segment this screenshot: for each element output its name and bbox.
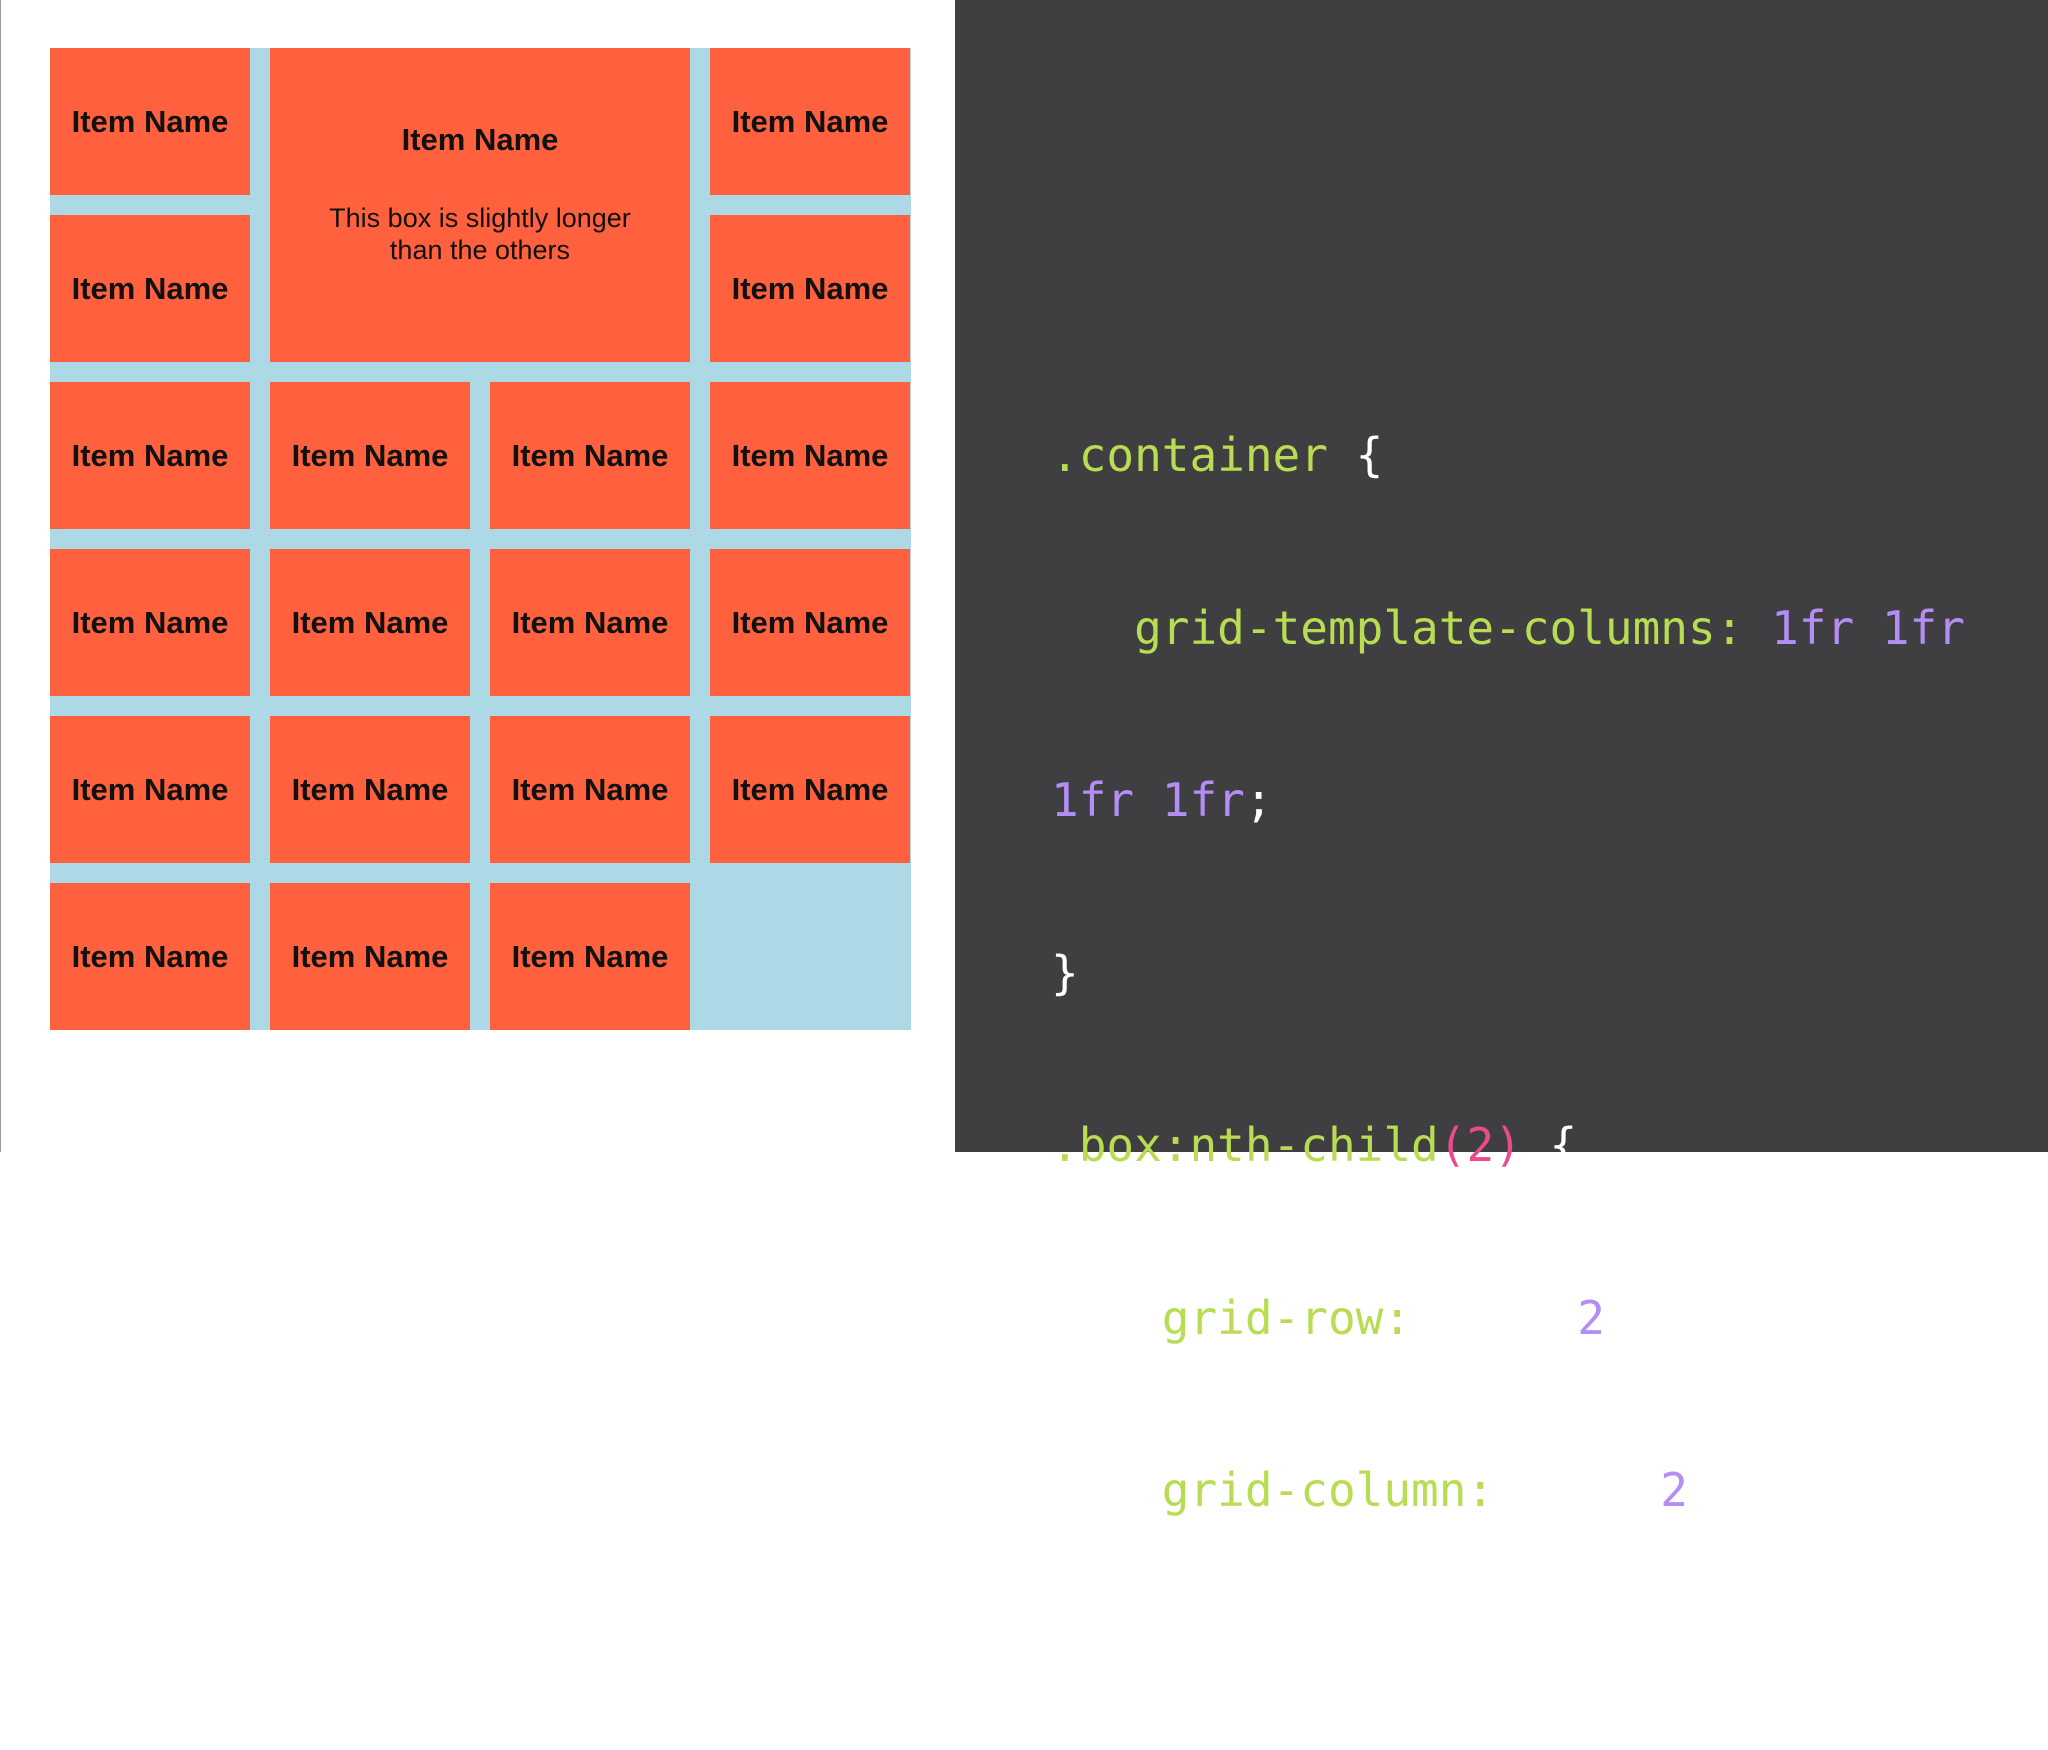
code-panel: [955, 0, 2048, 1152]
demo-panel: Item Name Item Name This box is slightly…: [0, 0, 956, 1152]
grid-item: Item Name: [270, 549, 470, 696]
grid-item: Item Name: [50, 549, 250, 696]
grid-item-label: Item Name: [511, 438, 669, 473]
grid-item-label: Item Name: [511, 772, 669, 807]
grid-item: Item Name: [490, 549, 690, 696]
code-selector-box-nth-child: .box:nth-child: [1051, 1118, 1439, 1172]
code-line-5: .box:nth-child(2) {: [1051, 1117, 2011, 1175]
grid-item: Item Name: [490, 883, 690, 1030]
grid-item: Item Name: [710, 382, 910, 529]
grid-item: Item Name: [270, 382, 470, 529]
grid-item-label: Item Name: [511, 939, 669, 974]
code-line-8: }: [1051, 1635, 2011, 1693]
grid-item-label: Item Name: [291, 605, 449, 640]
grid-item-label: Item Name: [731, 605, 889, 640]
featured-item-description: This box is slightly longer than the oth…: [329, 203, 631, 265]
code-brace-close: }: [1051, 1635, 1079, 1690]
grid-item-label: Item Name: [71, 939, 229, 974]
grid-item-label: Item Name: [71, 772, 229, 807]
grid-item: Item Name: [710, 716, 910, 863]
code-line-2: grid-template-columns: 1fr 1fr: [1051, 600, 2011, 658]
code-line-4: }: [1051, 945, 2011, 1003]
grid-item-label: Item Name: [71, 438, 229, 473]
code-semicolon: ;: [1604, 1290, 1633, 1345]
code-indent: [1051, 1291, 1162, 1345]
grid-item: Item Name: [50, 883, 250, 1030]
grid-item-label: Item Name: [71, 605, 229, 640]
code-line-1: .container {: [1051, 427, 2011, 485]
code-paren-open: (: [1438, 1118, 1467, 1172]
featured-item-title: Item Name: [401, 122, 559, 157]
grid-item-label: Item Name: [731, 438, 889, 473]
code-line-6: grid-row: span 2;: [1051, 1290, 2011, 1348]
code-brace-open: {: [1327, 428, 1384, 482]
code-line-7: grid-column: span 2;: [1051, 1462, 2011, 1520]
grid-item-label: Item Name: [71, 104, 229, 139]
grid-item: Item Name: [710, 549, 910, 696]
code-keyword-span: span: [1494, 1463, 1661, 1517]
grid-item: Item Name: [50, 382, 250, 529]
grid-item: Item Name: [270, 883, 470, 1030]
code-property-grid-template-columns: grid-template-columns:: [1134, 600, 1744, 655]
grid-item-featured: Item Name This box is slightly longer th…: [270, 48, 690, 362]
grid-container: Item Name Item Name This box is slightly…: [50, 48, 911, 1030]
grid-item-label: Item Name: [731, 104, 889, 139]
grid-item: Item Name: [50, 215, 250, 362]
code-paren-close: ): [1494, 1118, 1522, 1172]
code-indent: [1051, 1463, 1162, 1517]
grid-item: Item Name: [50, 716, 250, 863]
code-brace-close: }: [1051, 945, 1079, 1000]
code-brace-open: {: [1521, 1118, 1578, 1172]
grid-item: Item Name: [270, 716, 470, 863]
grid-item-label: Item Name: [731, 271, 889, 306]
grid-item: Item Name: [50, 48, 250, 195]
code-indent: [1051, 601, 1134, 655]
code-semicolon: ;: [1244, 773, 1273, 827]
code-property-grid-row: grid-row:: [1161, 1290, 1412, 1345]
code-property-grid-column: grid-column:: [1161, 1463, 1495, 1517]
grid-item: Item Name: [490, 716, 690, 863]
grid-item: Item Name: [710, 48, 910, 195]
code-value-column-span: 2: [1660, 1463, 1688, 1517]
code-nth-arg: 2: [1466, 1118, 1495, 1172]
code-value-columns-b: 1fr 1fr: [1051, 773, 1245, 827]
code-line-3: 1fr 1fr;: [1051, 772, 2011, 830]
code-selector-container: .container: [1051, 428, 1328, 482]
grid-item-label: Item Name: [71, 271, 229, 306]
code-keyword-span: span: [1411, 1290, 1578, 1345]
grid-item-label: Item Name: [291, 438, 449, 473]
grid-item-label: Item Name: [291, 939, 449, 974]
code-block: .container { grid-template-columns: 1fr …: [1051, 312, 2011, 1750]
code-value-row-span: 2: [1577, 1290, 1605, 1345]
grid-item-label: Item Name: [731, 772, 889, 807]
grid-item: Item Name: [710, 215, 910, 362]
grid-item-label: Item Name: [291, 772, 449, 807]
code-semicolon: ;: [1688, 1463, 1716, 1517]
grid-item: Item Name: [490, 382, 690, 529]
code-value-columns-a: 1fr 1fr: [1743, 600, 1965, 655]
grid-item-label: Item Name: [511, 605, 669, 640]
